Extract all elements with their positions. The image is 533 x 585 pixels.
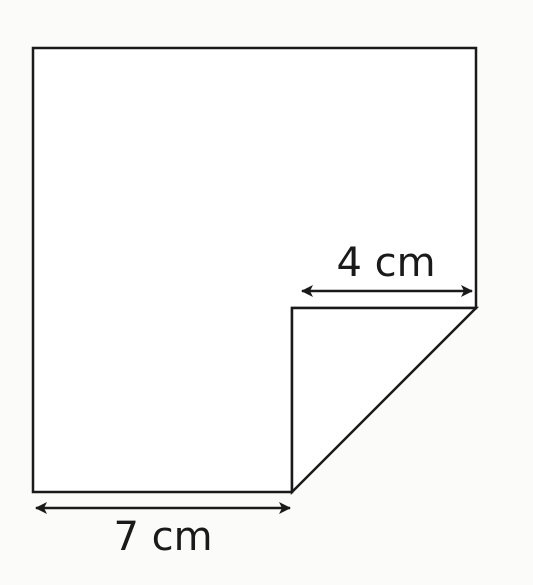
bottom-dimension-label: 7 cm [113, 514, 212, 560]
top-dimension-label: 4 cm [336, 240, 435, 286]
folded-corner-triangle [290, 306, 480, 496]
